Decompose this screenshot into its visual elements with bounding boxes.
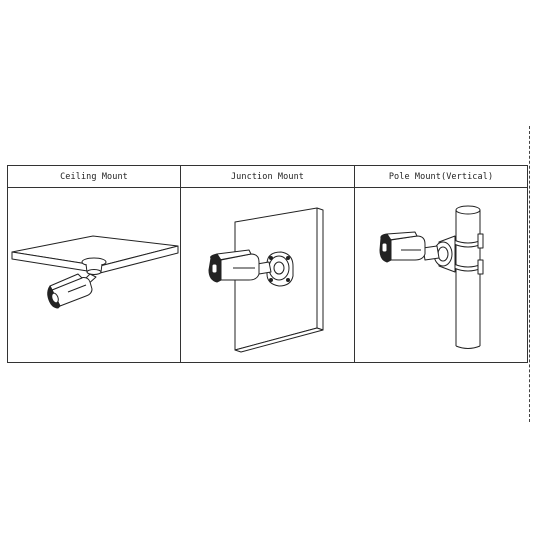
pole-mount-cell: Pole Mount(Vertical): [355, 166, 527, 362]
ceiling-mount-cell: Ceiling Mount: [8, 166, 181, 362]
pole-mount-label: Pole Mount(Vertical): [355, 166, 527, 188]
junction-mount-label: Junction Mount: [181, 166, 354, 188]
ceiling-mount-label: Ceiling Mount: [8, 166, 180, 188]
mount-options-table: Ceiling Mount: [7, 165, 528, 363]
junction-mount-cell: Junction Mount: [181, 166, 355, 362]
ceiling-mount-illustration: [8, 188, 180, 362]
pole-mount-illustration: [355, 188, 527, 362]
page-edge-dashed-line: [529, 126, 530, 422]
junction-mount-illustration: [181, 188, 354, 362]
